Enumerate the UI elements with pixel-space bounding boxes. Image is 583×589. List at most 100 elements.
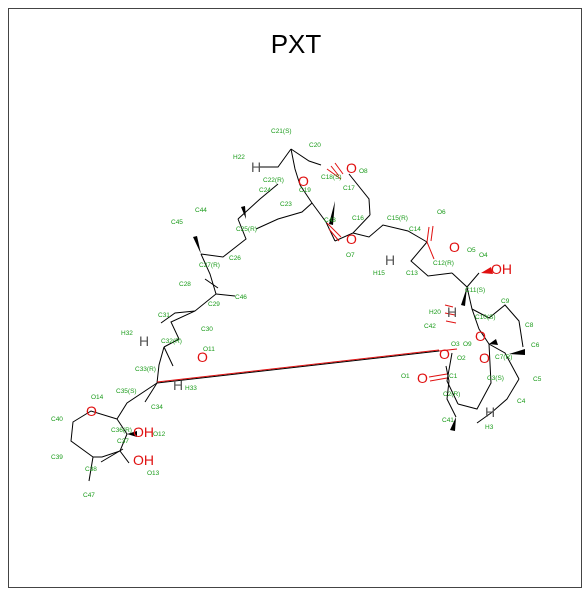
hashed-bonds [326,162,457,324]
atom-label-c37: C37 [117,438,129,445]
bond [430,225,434,242]
bond [160,310,196,324]
atom-label-c16: C16 [352,215,364,222]
atom-label-h33: H33 [185,385,197,392]
atom-labels: C21(S) C20 O8 H22 H O O C22(R) C19 C18(S… [51,128,542,499]
bond [116,382,158,420]
hydroxyl-oh-c36: OH [133,424,154,440]
atom-label-o11: O11 [203,346,215,353]
atom-label-c33: C33(R) [135,366,156,373]
bond [446,352,459,405]
atom-label-c5: C5 [533,376,542,383]
atom-label-c24: C24 [259,187,271,194]
bond [100,448,124,463]
molecule-structure: C21(S) C20 O8 H22 H O O C22(R) C19 C18(S… [51,128,542,499]
atom-label-c44: C44 [195,207,207,214]
wedge [127,431,137,437]
bond [429,377,448,382]
atom-label-c38: C38 [85,466,97,473]
atom-label-c12: C12(R) [433,260,454,267]
bond [156,350,440,384]
oxygen-o3: O [475,328,486,344]
atom-label-c32: C32(R) [161,338,182,345]
atom-label-c18: C18(S) [321,174,342,181]
atom-label-c3: C3(S) [487,375,504,382]
atom-label-c42: C42 [424,323,436,330]
atom-label-c1: C1 [449,373,458,380]
wedge [489,339,498,345]
bond [466,286,524,348]
atom-label-c41: C41 [442,417,454,424]
bond [410,241,453,277]
hydrogen-h32: H [139,333,149,349]
atom-label-o9: O9 [463,341,472,348]
atom-label-c34: C34 [151,404,163,411]
atom-label-c14: C14 [409,226,421,233]
bond [428,373,448,378]
wedge [193,236,201,254]
hydroxyl-oh-c37: OH [133,452,154,468]
atom-label-o6: O6 [437,209,446,216]
bond [426,241,435,260]
atom-label-o2: O2 [457,355,466,362]
atom-label-h32: H32 [121,330,133,337]
atom-label-c6: C6 [531,342,540,349]
hydrogen-h: H [251,159,261,175]
atom-label-c7: C7(R) [495,354,512,361]
atom-label-c13: C13 [406,270,418,277]
atom-label-c39: C39 [51,454,63,461]
bond [70,410,118,458]
bond [290,148,301,186]
atom-label-o5: O5 [467,247,476,254]
wedge [481,267,493,274]
atom-label-c47: C47 [83,492,95,499]
atom-label-c29: C29 [208,301,220,308]
bond [88,418,128,482]
oxygen-o11: O [197,349,208,365]
bond [476,378,520,424]
bond [156,349,440,383]
bond [426,226,430,243]
atom-label-c17: C17 [343,185,355,192]
bond [163,346,174,367]
atom-label-o1: O1 [401,373,410,380]
atom-label-c23: C23 [280,201,292,208]
bond [259,148,292,168]
atom-label-c21: C21(S) [271,128,292,135]
bond [119,450,130,464]
atom-label-c20: C20 [309,142,321,149]
hydrogen-h15: H [385,252,395,268]
atom-label-o8: O8 [359,168,368,175]
bond [215,293,236,297]
atom-label-h22: H22 [233,154,245,161]
hydrogen-h3: H [485,404,495,420]
hydrogen-h33: H [173,377,183,393]
oxygen-o-c7: O [479,350,490,366]
bond [451,272,480,288]
atom-label-o14: O14 [91,394,104,401]
bond [352,224,428,243]
atom-label-c26: C26 [229,255,241,262]
diagram-title: PXT [270,29,322,59]
bond [144,346,165,403]
oxygen-o-top: O [346,160,357,176]
oxygen-o2: O [439,346,450,362]
atom-label-c35: C35(S) [116,388,137,395]
oxygen-o5: O [449,239,460,255]
bond [311,202,336,242]
atom-label-o12: O12 [153,431,166,438]
atom-label-c15: C15(R) [387,215,408,222]
atom-label-c43: C43 [324,217,336,224]
bonds [70,148,524,482]
bond [348,173,371,216]
wedge [329,201,335,225]
atom-label-c36: C36(R) [111,427,132,434]
bond [200,218,247,258]
atom-label-o3: O3 [451,341,460,348]
bond [457,343,492,410]
diagram-frame: PXT [8,8,582,588]
oxygen-o7: O [346,231,357,247]
atom-label-c28: C28 [179,281,191,288]
atom-label-h3: H3 [485,424,494,431]
bond [255,184,313,230]
